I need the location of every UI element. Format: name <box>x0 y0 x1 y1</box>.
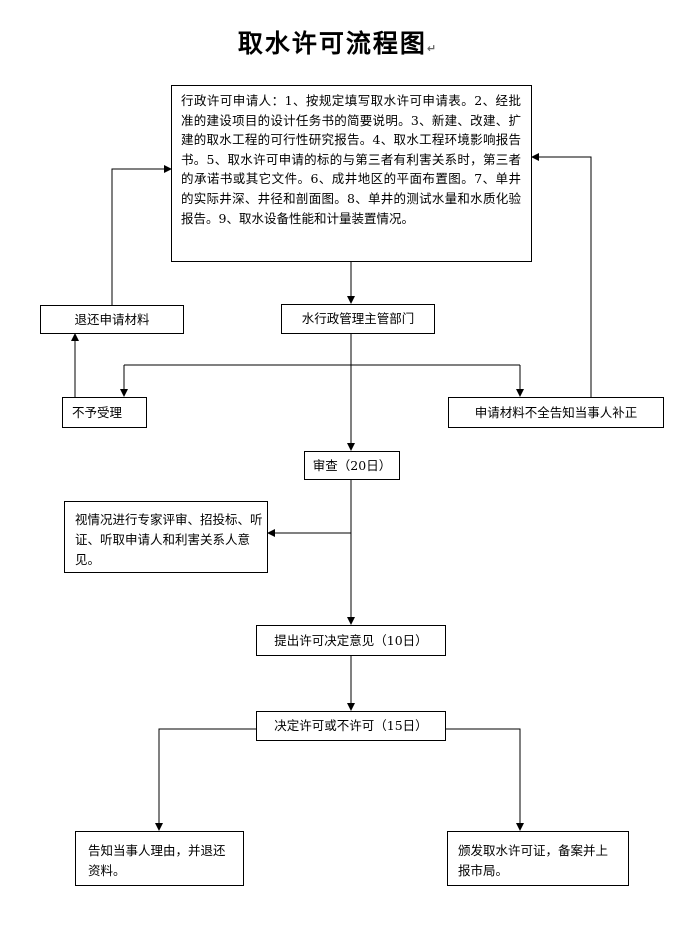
not-accepted-box: 不予受理 <box>62 397 147 428</box>
arrow-decision-to-permit <box>445 728 524 831</box>
return-materials-box: 退还申请材料 <box>40 305 184 334</box>
review-text: 审查（20日） <box>312 457 392 473</box>
supplement-box: 申请材料不全告知当事人补正 <box>448 397 664 428</box>
issue-permit-text: 颁发取水许可证，备案并上报市局。 <box>458 843 609 878</box>
reject-notice-text: 告知当事人理由，并退还资料。 <box>88 843 226 878</box>
decision-text: 决定许可或不许可（15日） <box>274 718 428 733</box>
arrow-return-to-applicant <box>111 165 172 305</box>
review-box: 审查（20日） <box>304 451 400 480</box>
supplement-text: 申请材料不全告知当事人补正 <box>474 404 638 420</box>
reject-notice-box: 告知当事人理由，并退还资料。 <box>75 831 244 886</box>
arrow-supplement-to-applicant <box>531 153 592 397</box>
paragraph-mark-icon: ↵ <box>426 42 439 55</box>
page-title: 取水许可流程图↵ <box>237 29 439 58</box>
proposal-text: 提出许可决定意见（10日） <box>274 632 428 648</box>
expert-review-box: 视情况进行专家评审、招投标、听证、听取申请人和利害关系人意见。 <box>64 501 268 573</box>
applicant-requirements-text: 行政许可申请人：1、按规定填写取水许可申请表。2、经批准的建设项目的设计任务书的… <box>181 93 521 226</box>
expert-review-text: 视情况进行专家评审、招投标、听证、听取申请人和利害关系人意见。 <box>75 512 263 567</box>
decision-box: 决定许可或不许可（15日） <box>256 711 446 741</box>
not-accepted-text: 不予受理 <box>72 404 123 420</box>
issue-permit-box: 颁发取水许可证，备案并上报市局。 <box>447 831 629 886</box>
water-dept-box: 水行政管理主管部门 <box>281 304 435 334</box>
proposal-box: 提出许可决定意见（10日） <box>256 625 446 656</box>
applicant-requirements-box: 行政许可申请人：1、按规定填写取水许可申请表。2、经批准的建设项目的设计任务书的… <box>171 85 532 262</box>
water-dept-text: 水行政管理主管部门 <box>301 311 415 326</box>
arrow-decision-to-reject <box>155 728 256 831</box>
return-materials-text: 退还申请材料 <box>74 311 150 327</box>
